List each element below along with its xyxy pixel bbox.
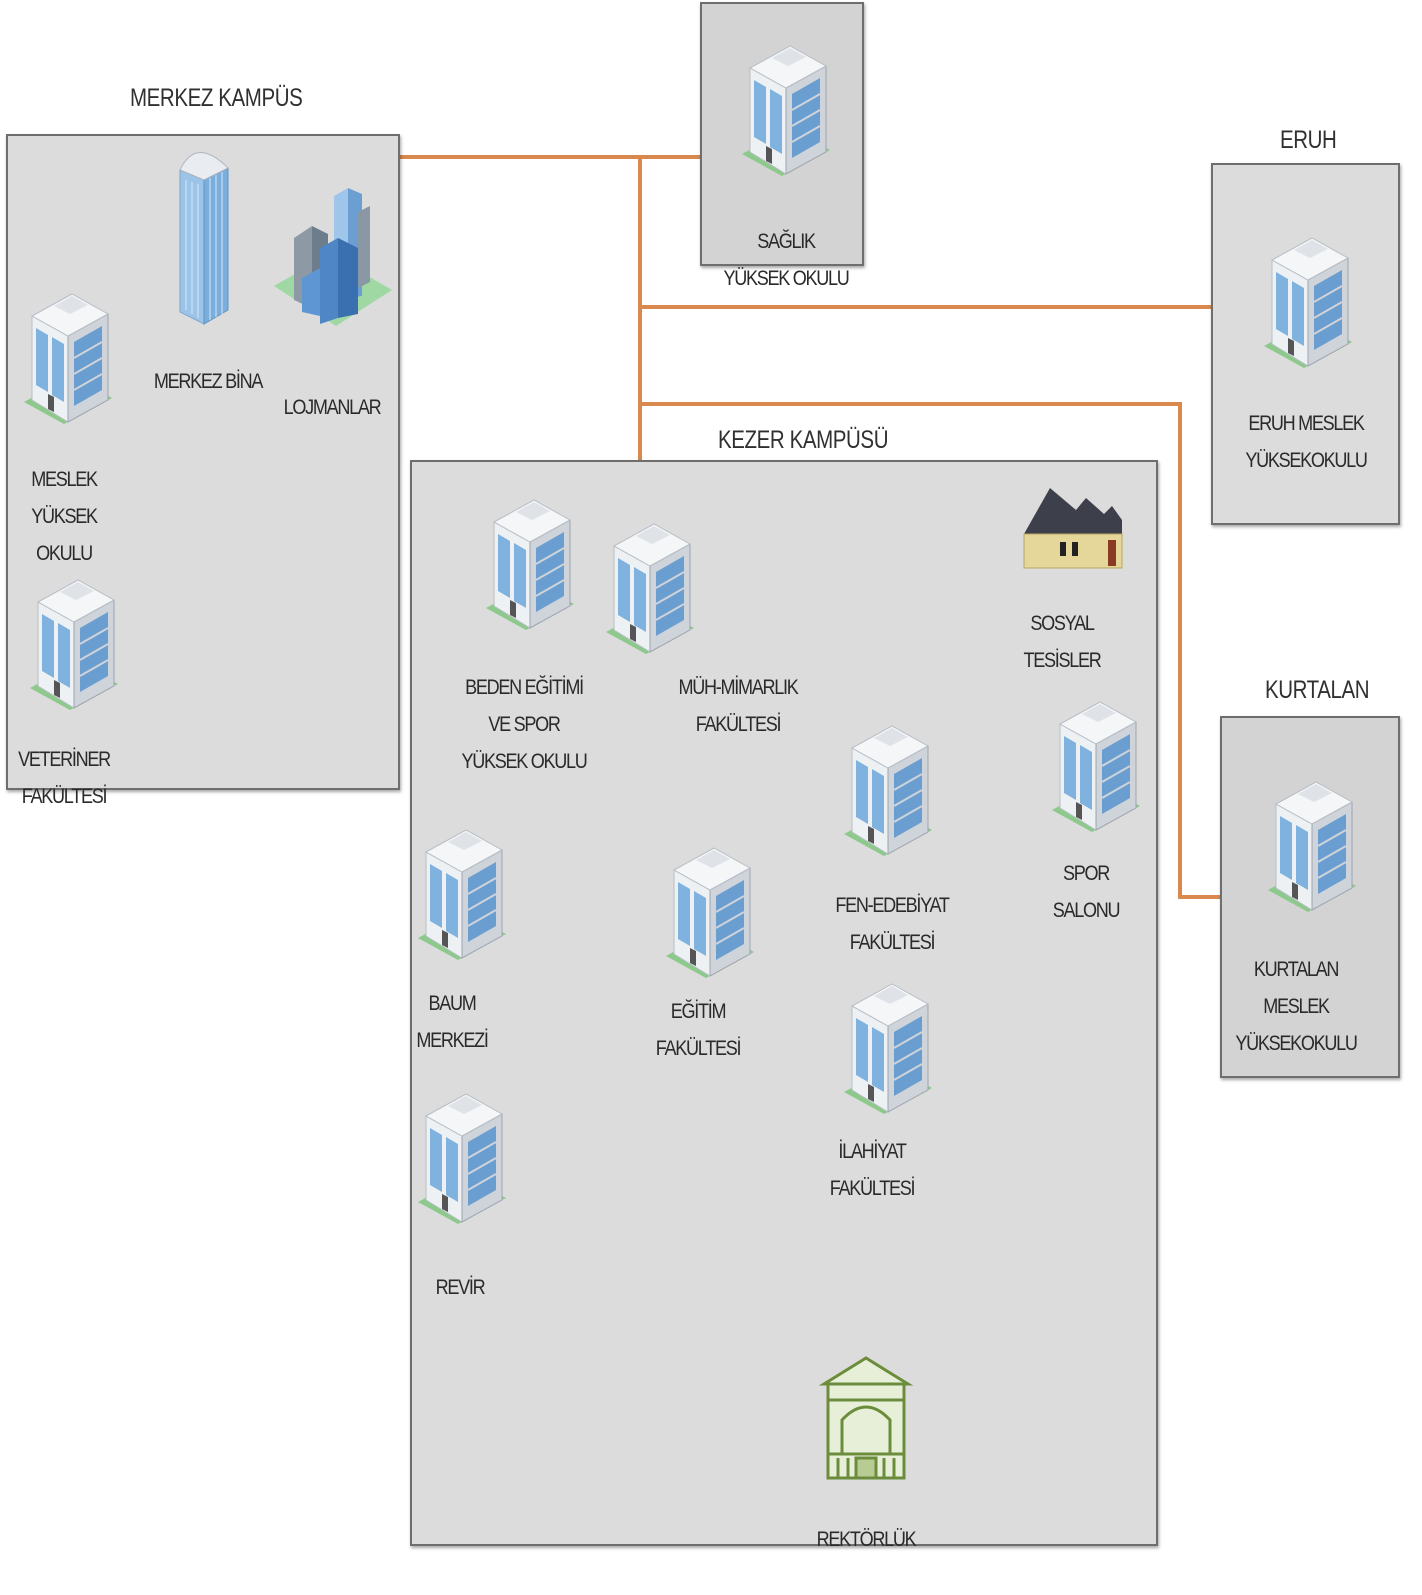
region-title-eruh: ERUH <box>1280 126 1337 154</box>
city-towers-icon[interactable] <box>272 178 394 328</box>
region-title-kezer: KEZER KAMPÜSÜ <box>718 426 889 454</box>
region-title-merkez: MERKEZ KAMPÜS <box>130 84 303 112</box>
label-merkez-bina: MERKEZ BİNA <box>153 370 264 393</box>
tower-building-icon[interactable] <box>176 140 232 326</box>
label-lojmanlar: LOJMANLAR <box>283 396 382 419</box>
office-building-icon[interactable] <box>1258 236 1354 370</box>
office-building-icon[interactable] <box>1262 780 1358 914</box>
office-building-icon[interactable] <box>412 1092 508 1226</box>
region-title-kurtalan: KURTALAN <box>1265 676 1370 704</box>
office-building-icon[interactable] <box>838 724 934 858</box>
label-revir: REVİR <box>435 1276 486 1299</box>
office-building-icon[interactable] <box>736 44 832 178</box>
office-building-icon[interactable] <box>18 292 114 426</box>
office-building-icon[interactable] <box>412 828 508 962</box>
classical-hall-icon[interactable] <box>818 1354 914 1484</box>
office-building-icon[interactable] <box>480 498 576 632</box>
office-building-icon[interactable] <box>1046 700 1142 834</box>
region-kezer-kampusu <box>410 460 1158 1546</box>
house-icon[interactable] <box>1020 484 1124 572</box>
label-rektorluk: REKTÖRLÜK <box>816 1528 917 1551</box>
